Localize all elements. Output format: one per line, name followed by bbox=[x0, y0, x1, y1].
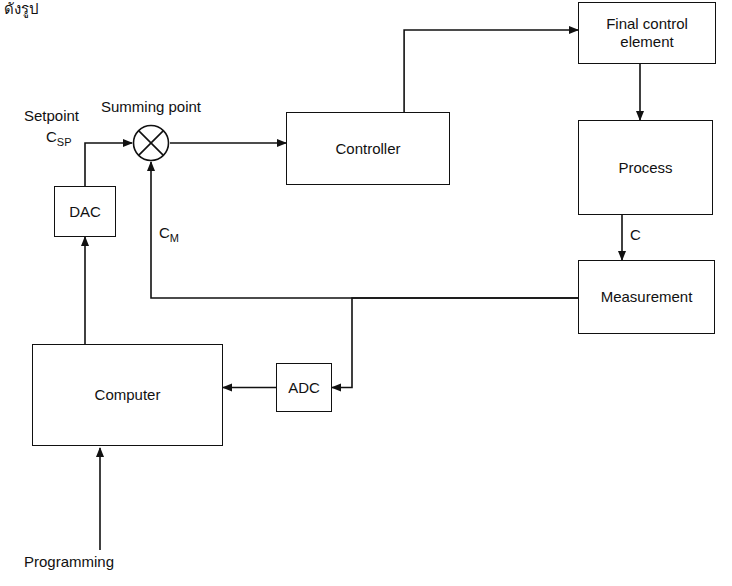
summing-circle bbox=[132, 124, 170, 162]
node-text: Measurement bbox=[601, 288, 693, 306]
signal-name: CM bbox=[157, 224, 181, 245]
node-text: ADC bbox=[288, 379, 320, 397]
signal-connector bbox=[223, 387, 276, 389]
final-control-box: Final control element bbox=[578, 2, 716, 64]
signal-connector bbox=[404, 30, 578, 112]
signal-connector bbox=[170, 142, 286, 144]
setpoint-label: Setpoint bbox=[22, 107, 81, 125]
dac-box: DAC bbox=[54, 186, 116, 237]
programming-label: Programming bbox=[22, 553, 116, 571]
signal-connector bbox=[332, 298, 578, 388]
node-text: Summing point bbox=[101, 98, 201, 116]
node-text: Process bbox=[618, 159, 672, 177]
page-fragment-text: ดังรูป bbox=[2, 0, 41, 18]
signal-connector bbox=[639, 64, 641, 120]
node-text: Controller bbox=[335, 140, 400, 158]
summing-point: Summing point bbox=[86, 98, 216, 170]
controller-box: Controller bbox=[286, 112, 450, 185]
computer-box: Computer bbox=[32, 344, 223, 446]
signal-connector bbox=[85, 143, 132, 186]
adc-box: ADC bbox=[276, 363, 332, 412]
programming-arrow bbox=[99, 448, 101, 550]
signal-connector bbox=[84, 237, 86, 344]
node-text: DAC bbox=[69, 203, 101, 221]
signal-connector bbox=[621, 215, 623, 260]
process-box: Process bbox=[578, 120, 713, 215]
node-text: Final control element bbox=[587, 15, 707, 51]
signal-name: CSP bbox=[44, 128, 74, 149]
measurement-box: Measurement bbox=[578, 260, 715, 334]
signal-name: C bbox=[628, 226, 643, 244]
node-text: Computer bbox=[95, 386, 161, 404]
